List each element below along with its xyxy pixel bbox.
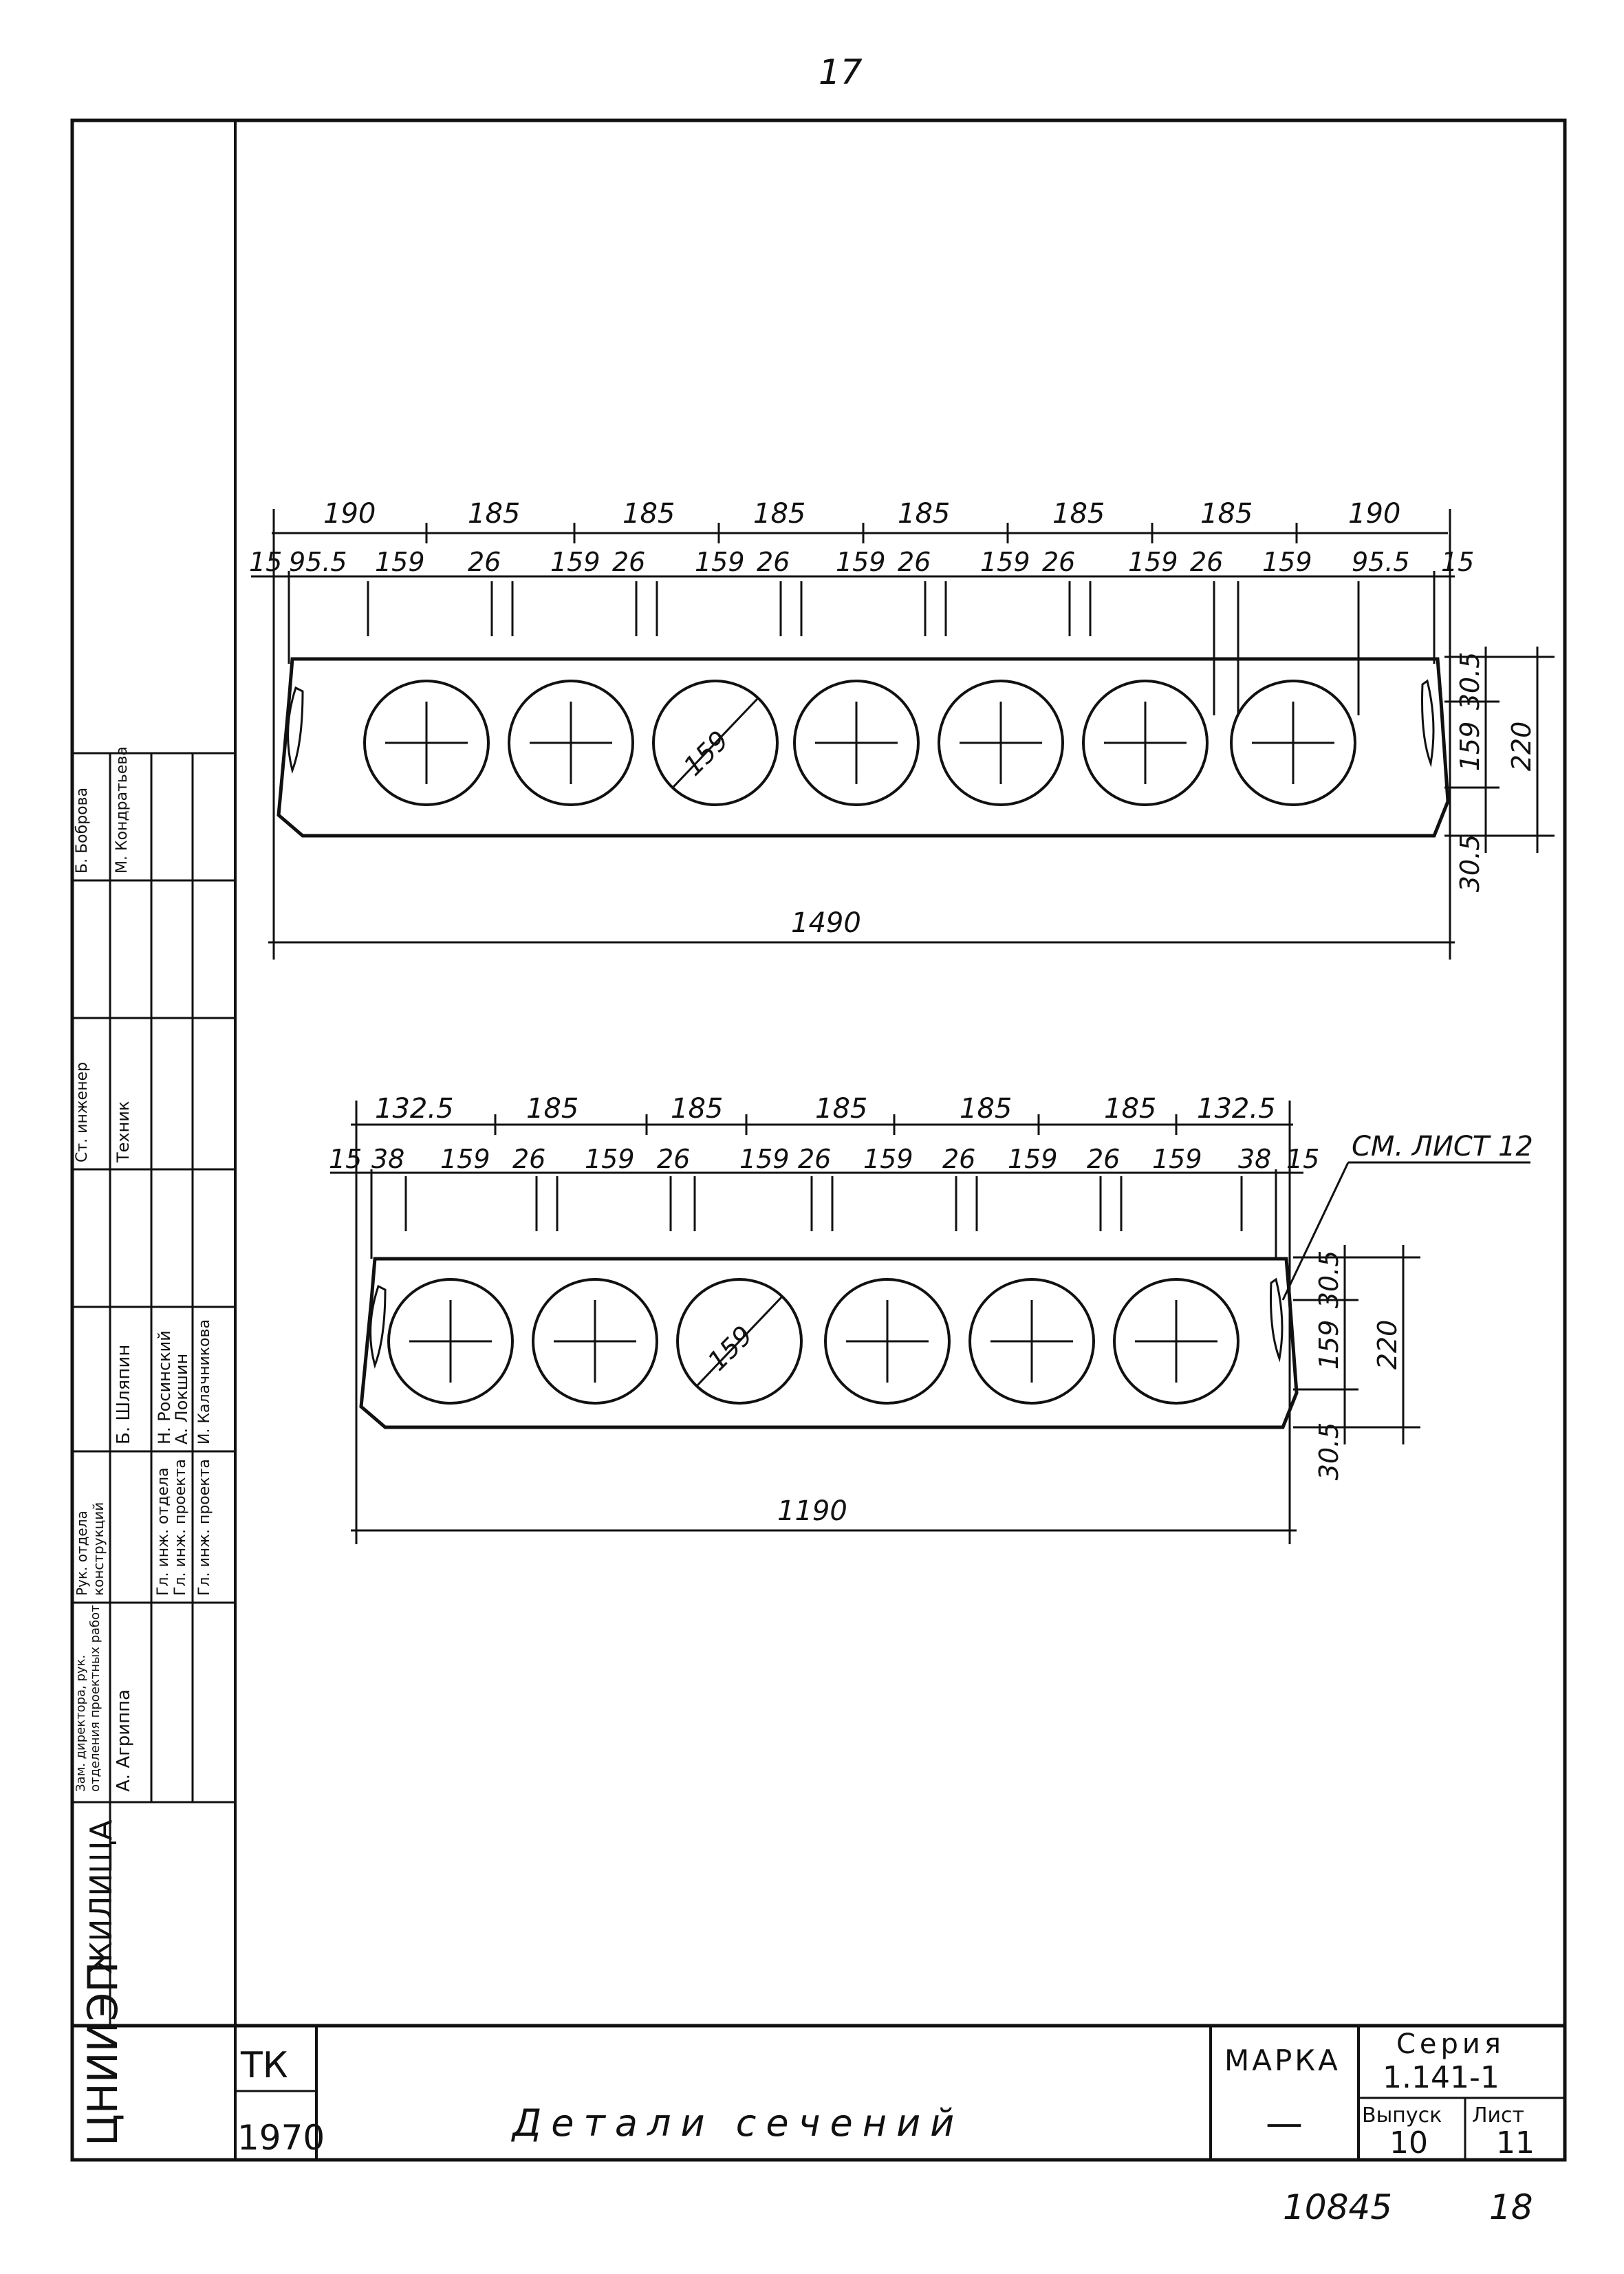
tb-sheet-value: 11 xyxy=(1496,2125,1535,2161)
s1-sub-dim: 15 xyxy=(249,547,282,577)
s2-sub-dim: 26 xyxy=(657,1144,690,1174)
sig-role: Рук. отдела конструкций xyxy=(74,1502,107,1596)
s2-sub-dim: 26 xyxy=(512,1144,545,1174)
s1-top-dim: 190 xyxy=(323,498,376,530)
s2-sub-dim: 26 xyxy=(942,1144,975,1174)
tb-issue-value: 10 xyxy=(1389,2125,1428,2161)
s2-width: 1190 xyxy=(777,1495,847,1527)
s2-side-dim: 30.5 xyxy=(1314,1250,1344,1309)
s1-side-dim: 30.5 xyxy=(1455,652,1485,711)
s2-sub-dim: 26 xyxy=(1087,1144,1120,1174)
s1-sub-dim: 159 xyxy=(1262,547,1312,577)
sig-role: Техник xyxy=(113,1101,133,1162)
drawing-title: Детали сечений xyxy=(512,2101,964,2145)
s1-side-dim: 159 xyxy=(1455,722,1485,772)
s2-sub-dim: 38 xyxy=(1238,1144,1271,1174)
tb-mark-label: МАРКА xyxy=(1224,2044,1341,2077)
s1-top-dim: 185 xyxy=(622,498,675,530)
s1-sub-dim: 159 xyxy=(980,547,1030,577)
s1-sub-dim: 26 xyxy=(1042,547,1075,577)
s2-sub-dim: 159 xyxy=(863,1144,913,1174)
s1-sub-dim: 15 xyxy=(1441,547,1474,577)
s1-top-dim: 185 xyxy=(1052,498,1105,530)
tb-mark-value: — xyxy=(1266,2101,1303,2145)
s2-top-dim: 185 xyxy=(671,1093,723,1125)
tb-year: 1970 xyxy=(237,2118,325,2158)
s2-sub-dim: 26 xyxy=(798,1144,831,1174)
s2-top-dim: 132.5 xyxy=(375,1093,454,1125)
sheet-frame xyxy=(70,118,1567,2162)
s2-top-dim: 185 xyxy=(1104,1093,1156,1125)
sig-name: А. Агриппа xyxy=(113,1689,134,1792)
sig-role: Зам. директора, рук. отделения проектных… xyxy=(74,1605,102,1792)
signature-grid xyxy=(71,753,235,2026)
section-2-labels: 132.5 185 185 185 185 185 132.5 15 38 15… xyxy=(329,1093,1533,1527)
sig-name: А. Локшин xyxy=(172,1353,191,1444)
tb-issue-label: Выпуск xyxy=(1362,2103,1442,2127)
sig-role: Гл. инж. проекта xyxy=(196,1459,213,1596)
sig-name: Б. Боброва xyxy=(74,787,91,874)
tb-sheet-label: Лист xyxy=(1472,2103,1524,2127)
s1-top-dim: 185 xyxy=(1200,498,1253,530)
s1-sub-dim: 95.5 xyxy=(1352,547,1410,577)
s2-sub-dim: 159 xyxy=(1152,1144,1202,1174)
s1-width: 1490 xyxy=(791,907,861,939)
stamp-number: 10845 xyxy=(1283,2187,1393,2227)
s2-top-dim: 185 xyxy=(526,1093,578,1125)
sig-name: М. Кондратьева xyxy=(113,746,131,874)
s1-top-dim: 185 xyxy=(753,498,805,530)
s1-sub-dim: 26 xyxy=(612,547,645,577)
s2-sub-dim: 15 xyxy=(329,1144,362,1174)
title-block-labels: ТК 1970 МАРКА — Серия 1.141-1 Выпуск 10 … xyxy=(237,2028,1535,2161)
s1-side-dim: 30.5 xyxy=(1455,834,1485,893)
tb-code: ТК xyxy=(240,2045,288,2086)
s2-sub-dim: 159 xyxy=(585,1144,635,1174)
s2-top-dim: 185 xyxy=(960,1093,1012,1125)
s2-sub-dim: 38 xyxy=(371,1144,404,1174)
s1-side-dim: 220 xyxy=(1506,722,1537,772)
sig-name: Н. Росинский xyxy=(155,1330,174,1444)
s1-top-dim: 190 xyxy=(1348,498,1400,530)
stamp-sheet: 18 xyxy=(1489,2187,1533,2227)
org-name: ЖИЛИЩА xyxy=(84,1819,119,1974)
s1-sub-dim: 26 xyxy=(1190,547,1223,577)
s2-top-dim: 185 xyxy=(815,1093,867,1125)
s1-sub-dim: 159 xyxy=(695,547,745,577)
sig-role: Гл. инж. отдела xyxy=(155,1467,172,1596)
s2-side-dim: 220 xyxy=(1372,1320,1403,1370)
s2-sub-dim: 15 xyxy=(1286,1144,1319,1174)
s2-hole-diameter: 159 xyxy=(702,1320,758,1376)
s1-sub-dim: 159 xyxy=(836,547,886,577)
s1-sub-dim: 159 xyxy=(1128,547,1178,577)
s1-sub-dim: 159 xyxy=(375,547,425,577)
s2-top-dim: 132.5 xyxy=(1197,1093,1276,1125)
tb-series-value: 1.141-1 xyxy=(1383,2060,1500,2095)
sig-role: Ст. инженер xyxy=(74,1061,91,1162)
sig-name: Б. Шляпин xyxy=(113,1344,134,1444)
s2-sub-dim: 159 xyxy=(739,1144,790,1174)
s2-side-dim: 30.5 xyxy=(1314,1422,1344,1481)
section-1 xyxy=(251,509,1555,960)
tb-series-label: Серия xyxy=(1396,2028,1505,2060)
s1-sub-dim: 26 xyxy=(898,547,931,577)
section-2 xyxy=(330,1101,1530,1544)
s1-sub-dim: 159 xyxy=(550,547,600,577)
s1-sub-dim: 26 xyxy=(468,547,501,577)
org-letters: ЦНИИЭП xyxy=(79,1961,127,2146)
title-block xyxy=(72,2024,1565,2160)
s1-sub-dim: 95.5 xyxy=(289,547,347,577)
section-1-labels: 190 185 185 185 185 185 185 190 15 95.5 … xyxy=(249,498,1537,939)
s1-top-dim: 185 xyxy=(898,498,950,530)
s1-top-dim: 185 xyxy=(468,498,520,530)
s2-side-dim: 159 xyxy=(1314,1320,1344,1370)
page-number: 17 xyxy=(819,52,863,92)
s2-sub-dim: 159 xyxy=(440,1144,490,1174)
sig-role: Гл. инж. проекта xyxy=(172,1459,189,1596)
s1-sub-dim: 26 xyxy=(757,547,790,577)
s2-sub-dim: 159 xyxy=(1008,1144,1058,1174)
s2-reference-note: СМ. ЛИСТ 12 xyxy=(1352,1131,1533,1162)
sig-name: И. Калачникова xyxy=(196,1319,213,1444)
